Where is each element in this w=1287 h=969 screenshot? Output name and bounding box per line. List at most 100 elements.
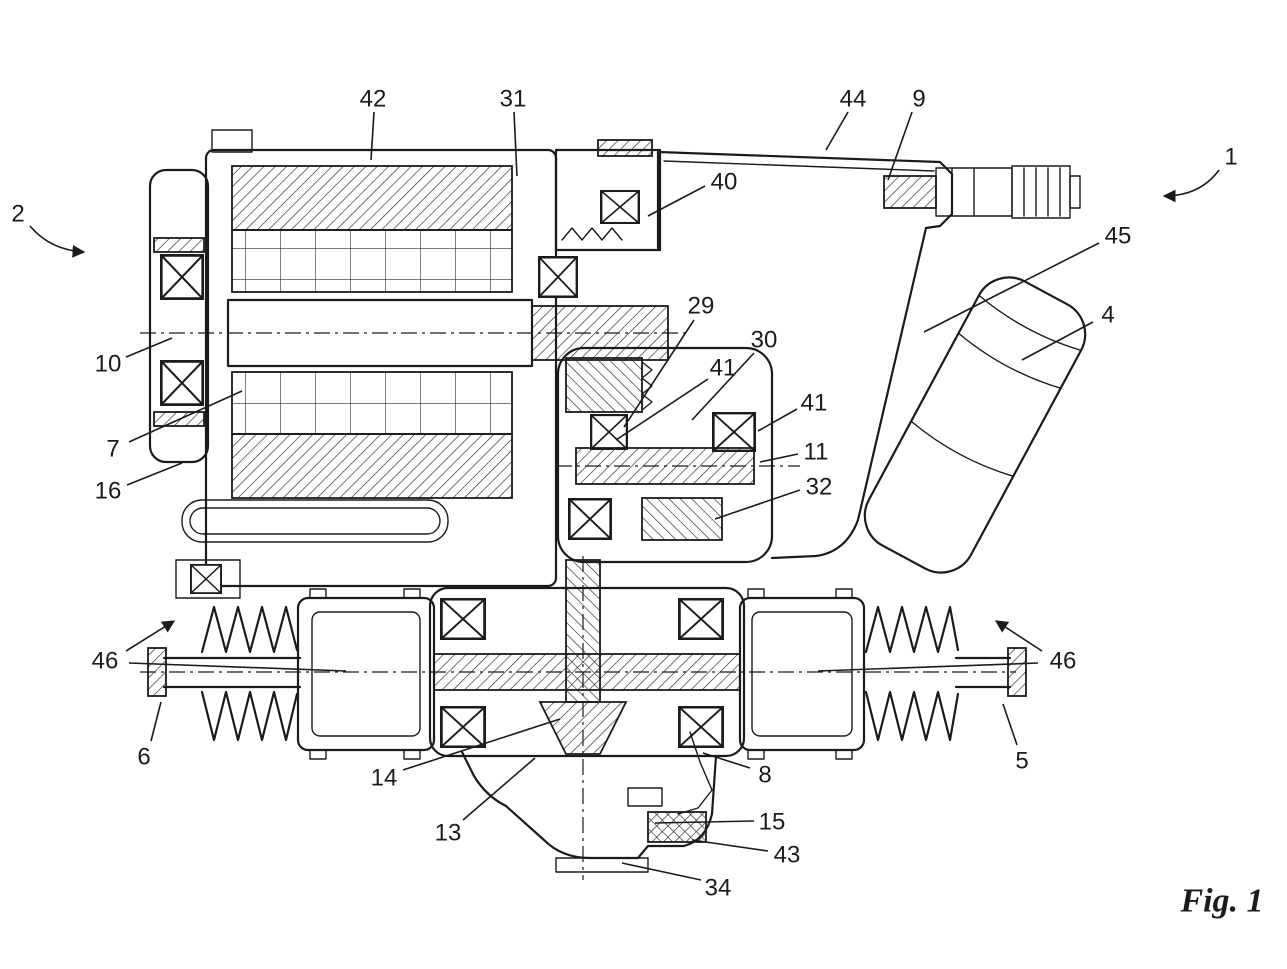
cylinder-section-line bbox=[957, 332, 1062, 389]
motor-end-cap bbox=[148, 168, 210, 464]
motor-top-boss bbox=[211, 129, 253, 153]
center-bearing-block bbox=[538, 139, 662, 298]
ref-label-2: 2 bbox=[11, 201, 24, 228]
leader-line-29 bbox=[623, 319, 695, 428]
leader-line-5 bbox=[1002, 703, 1018, 746]
left-shaft-end-fitting bbox=[147, 647, 167, 697]
stator-top-windings bbox=[231, 229, 513, 293]
bearing-icon bbox=[190, 564, 222, 594]
right-cv-joint-inner bbox=[751, 611, 853, 737]
leader-line-13 bbox=[462, 757, 536, 821]
ref-label-30: 30 bbox=[751, 327, 778, 354]
leader-line-9 bbox=[887, 111, 913, 181]
ref-label-41a: 41 bbox=[710, 355, 737, 382]
ref-label-40: 40 bbox=[711, 169, 738, 196]
oil-pan-step bbox=[555, 857, 649, 873]
bevel-gear bbox=[538, 701, 628, 755]
leader-line-6 bbox=[150, 701, 162, 742]
bearing-icon bbox=[712, 412, 756, 452]
ref-label-41b: 41 bbox=[801, 390, 828, 417]
hv-connector bbox=[883, 165, 1081, 219]
bearing-icon bbox=[600, 190, 640, 224]
joint-tab bbox=[403, 749, 421, 760]
leader-line-4 bbox=[1021, 321, 1094, 361]
leader-line-32 bbox=[714, 489, 801, 520]
cylinder-section-line bbox=[978, 294, 1082, 352]
leader-line-31 bbox=[513, 111, 518, 177]
joint-tab bbox=[309, 749, 327, 760]
right-cv-boot-top bbox=[864, 605, 960, 654]
joint-tab bbox=[309, 588, 327, 599]
leader-line-46R bbox=[994, 620, 1043, 652]
left-cv-joint-outer bbox=[296, 596, 436, 752]
spline-teeth bbox=[561, 227, 623, 241]
cylinder-component bbox=[863, 276, 1087, 574]
motor-casing-outline bbox=[204, 148, 558, 588]
ref-label-9: 9 bbox=[912, 86, 925, 113]
leader-line-30 bbox=[691, 352, 755, 421]
ref-label-5: 5 bbox=[1015, 748, 1028, 775]
pan-bracket bbox=[677, 731, 713, 815]
ref-label-10: 10 bbox=[95, 351, 122, 378]
bearing-icon bbox=[538, 256, 578, 298]
bearing-icon bbox=[590, 414, 628, 450]
joint-tab bbox=[835, 588, 853, 599]
leader-line-46R bbox=[817, 662, 1039, 672]
leader-line-1 bbox=[1162, 169, 1220, 203]
connector-seal bbox=[883, 175, 937, 209]
leader-line-42 bbox=[370, 111, 375, 161]
ref-label-1: 1 bbox=[1224, 144, 1237, 171]
end-cap-seal-top bbox=[153, 237, 205, 253]
right-cv-joint-outer bbox=[738, 596, 866, 752]
leader-line-34 bbox=[621, 862, 702, 881]
leader-line-16 bbox=[126, 462, 183, 486]
ref-label-4: 4 bbox=[1101, 302, 1114, 329]
right-cv-boot-bottom bbox=[864, 690, 960, 742]
connector-tip bbox=[1069, 175, 1081, 209]
joint-tab bbox=[747, 749, 765, 760]
leader-line-7 bbox=[128, 390, 243, 443]
leader-line-41b bbox=[757, 408, 798, 432]
pan-filter-block-crosshatch bbox=[648, 812, 706, 842]
leader-line-11 bbox=[759, 453, 799, 463]
axle-assembly bbox=[140, 556, 1027, 880]
leader-line-40 bbox=[647, 185, 706, 217]
ref-label-42: 42 bbox=[360, 86, 387, 113]
leader-line-44 bbox=[825, 111, 849, 151]
pan-fitting bbox=[627, 787, 663, 807]
lower-housing bbox=[460, 731, 718, 873]
leader-line-2 bbox=[29, 225, 86, 258]
ref-label-29: 29 bbox=[688, 293, 715, 320]
left-cv-boot-top bbox=[200, 605, 299, 654]
ref-label-32: 32 bbox=[806, 474, 833, 501]
bolt-head bbox=[597, 139, 653, 157]
ref-label-43: 43 bbox=[774, 842, 801, 869]
leader-line-46L bbox=[125, 620, 176, 652]
gearbox-assembly bbox=[556, 346, 800, 564]
bearing-icon bbox=[440, 706, 486, 748]
bearing-icon bbox=[160, 360, 204, 406]
leader-line-15 bbox=[654, 820, 755, 824]
cylinder-section-line bbox=[910, 420, 1014, 477]
stator-bottom-laminations bbox=[231, 433, 513, 499]
joint-tab bbox=[835, 749, 853, 760]
ref-label-15: 15 bbox=[759, 809, 786, 836]
coupling-hub bbox=[565, 357, 643, 413]
stator-bottom-windings bbox=[231, 371, 513, 435]
leader-line-41a bbox=[615, 378, 709, 441]
gear-housing-outline bbox=[556, 346, 774, 564]
input-pinion-shaft bbox=[565, 559, 601, 703]
ref-label-16: 16 bbox=[95, 478, 122, 505]
gear-wheel bbox=[641, 497, 723, 541]
ref-label-46R: 46 bbox=[1050, 648, 1077, 675]
right-shaft-end-fitting bbox=[1007, 647, 1027, 697]
left-cv-boot-bottom bbox=[200, 690, 299, 742]
bearing-icon bbox=[678, 598, 724, 640]
stator-top-laminations bbox=[231, 165, 513, 231]
connector-fins-outline bbox=[1011, 165, 1071, 219]
ref-label-11: 11 bbox=[804, 439, 829, 466]
leader-line-43 bbox=[691, 839, 769, 852]
